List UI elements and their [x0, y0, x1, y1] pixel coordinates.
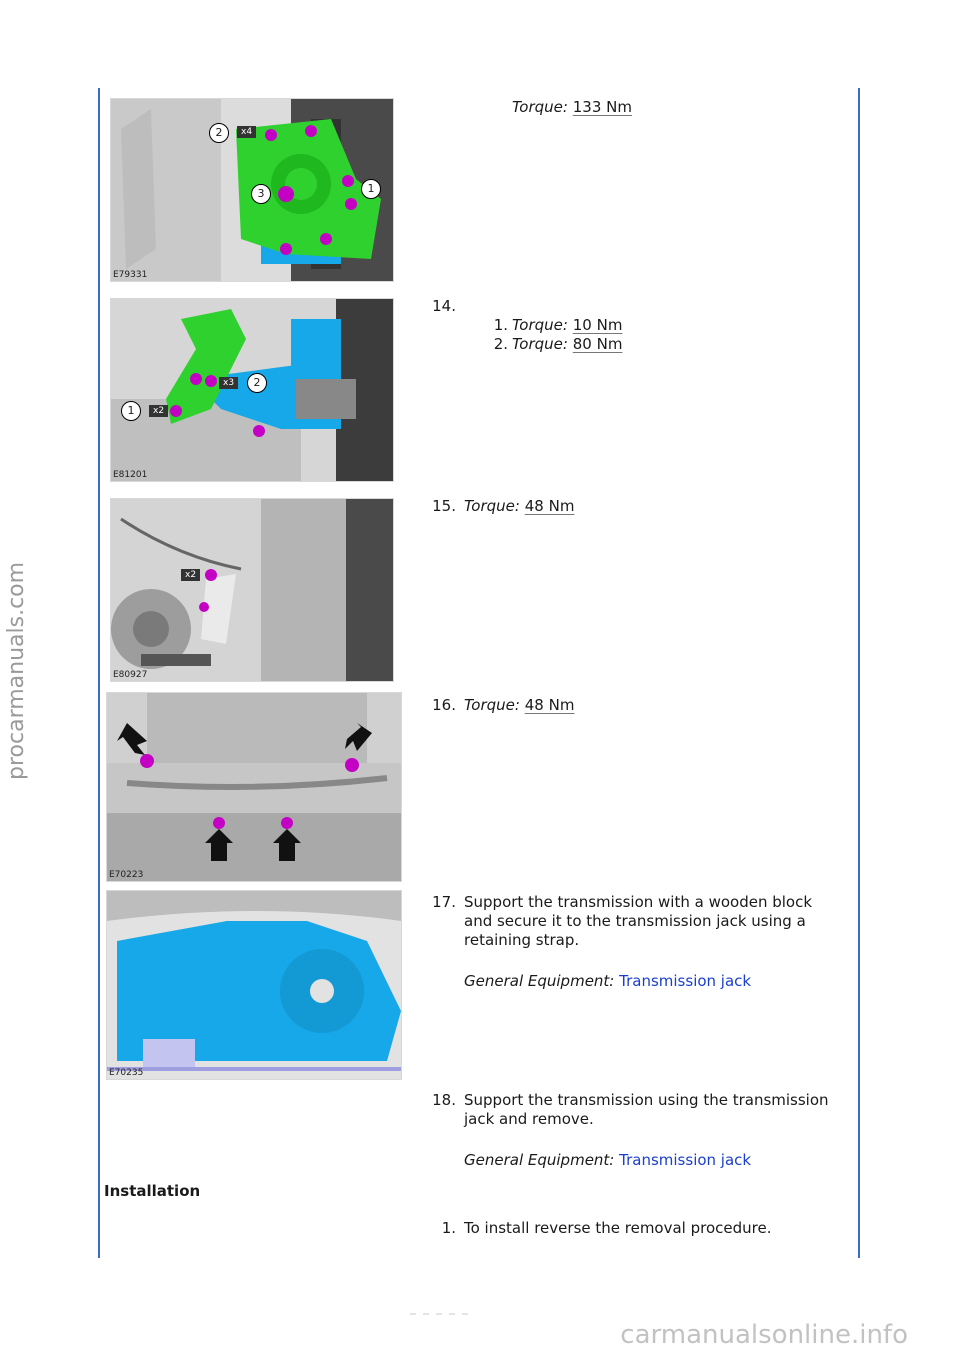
- multiplier-label: x2: [149, 405, 169, 417]
- sub-item-number: 1.: [493, 316, 508, 334]
- equipment-link[interactable]: Transmission jack: [619, 972, 752, 990]
- callout-1: 1: [121, 401, 141, 421]
- multiplier-label: x2: [181, 569, 201, 581]
- step-text-line: retaining strap.: [464, 931, 580, 949]
- step-text-line: Support the transmission using the trans…: [464, 1091, 829, 1109]
- step-number: 15.: [432, 497, 456, 515]
- callout-3: 3: [251, 184, 271, 204]
- callout-1: 1: [361, 179, 381, 199]
- figure-engine-mount-2: 1 x2 x3 2 E81201: [110, 298, 394, 482]
- left-margin-rule: [98, 88, 100, 1258]
- step-number: 14.: [432, 297, 456, 315]
- figure-code: E80927: [113, 670, 148, 680]
- step-torque-line: Torque: 48 Nm: [464, 496, 574, 516]
- equipment-link[interactable]: Transmission jack: [619, 1151, 752, 1169]
- figure-code: E79331: [113, 270, 148, 280]
- torque-value: 10 Nm: [572, 316, 623, 334]
- torque-value: 80 Nm: [572, 335, 623, 353]
- torque-label: Torque:: [512, 335, 568, 353]
- step-text-line: To install reverse the removal procedure…: [464, 1219, 772, 1237]
- step-text-line: Support the transmission with a wooden b…: [464, 893, 813, 911]
- callout-2: 2: [247, 373, 267, 393]
- step-torque-line: Torque: 133 Nm: [512, 97, 632, 117]
- torque-label: Torque:: [464, 497, 520, 515]
- right-margin-rule: [858, 88, 860, 1258]
- multiplier-label: x3: [219, 377, 239, 389]
- step-number: 18.: [432, 1091, 456, 1109]
- step-text-line: jack and remove.: [464, 1110, 594, 1128]
- multiplier-label: x4: [237, 126, 257, 138]
- equipment-label: General Equipment:: [464, 972, 615, 990]
- torque-label: Torque:: [512, 98, 568, 116]
- figure-code: E70235: [109, 1068, 144, 1078]
- torque-label: Torque:: [464, 696, 520, 714]
- faint-footer-marks: [410, 1300, 500, 1315]
- equipment-line: General Equipment: Transmission jack: [464, 971, 751, 991]
- figure-transmission-bolts: x2 E80927: [110, 498, 394, 682]
- torque-value: 48 Nm: [524, 497, 575, 515]
- figure-transmission-support: E70235: [106, 890, 402, 1080]
- figure-engine-mount-1: 2 x4 3 1 E79331: [110, 98, 394, 282]
- equipment-line: General Equipment: Transmission jack: [464, 1150, 751, 1170]
- step-number: 1.: [441, 1219, 456, 1237]
- sub-item-torque: Torque: 10 Nm: [512, 315, 622, 335]
- figure-code: E70223: [109, 870, 144, 880]
- torque-value: 133 Nm: [572, 98, 632, 116]
- step-text-line: and secure it to the transmission jack u…: [464, 912, 806, 930]
- step-number: 16.: [432, 696, 456, 714]
- torque-label: Torque:: [512, 316, 568, 334]
- sub-item-number: 2.: [493, 335, 508, 353]
- section-heading-installation: Installation: [104, 1182, 201, 1200]
- callout-2: 2: [209, 123, 229, 143]
- torque-value: 48 Nm: [524, 696, 575, 714]
- bottom-watermark: carmanualsonline.info: [620, 1320, 908, 1350]
- side-watermark: procarmanuals.com: [4, 561, 29, 780]
- figure-transmission-case-bolts: E70223: [106, 692, 402, 882]
- equipment-label: General Equipment:: [464, 1151, 615, 1169]
- figure-code: E81201: [113, 470, 148, 480]
- step-number: 17.: [432, 893, 456, 911]
- sub-item-torque: Torque: 80 Nm: [512, 334, 622, 354]
- step-torque-line: Torque: 48 Nm: [464, 695, 574, 715]
